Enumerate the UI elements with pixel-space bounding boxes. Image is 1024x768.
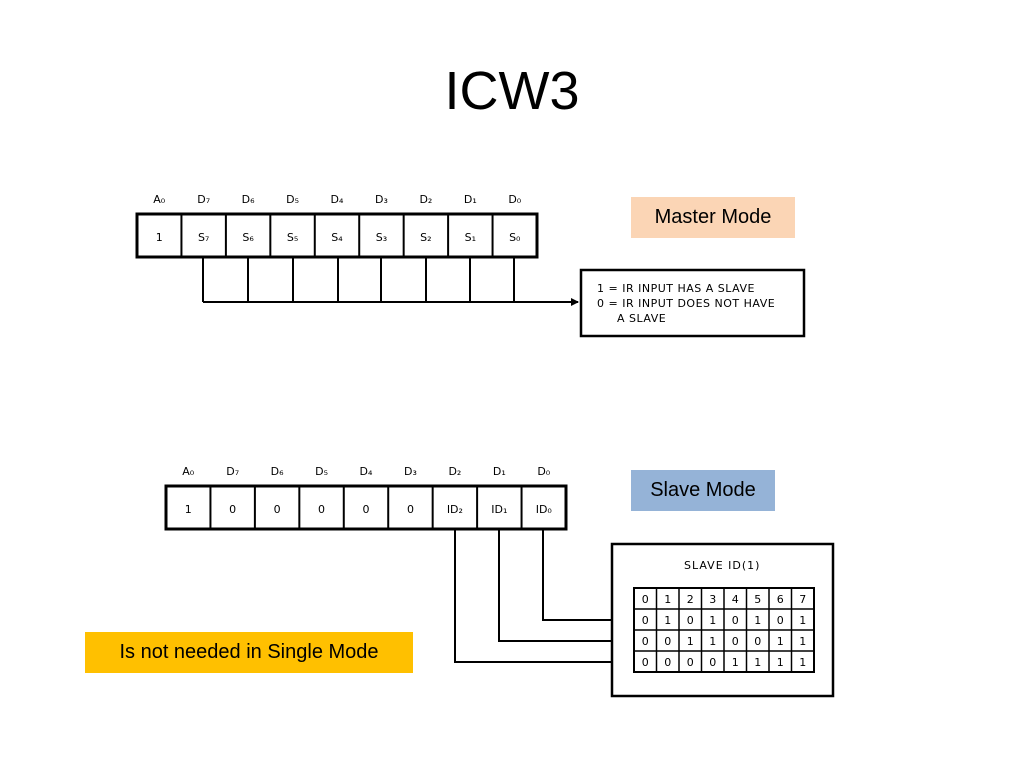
slave-bit-value: 0 [407,503,414,516]
master-bit-header: A₀ [153,193,166,206]
slide-title: ICW3 [444,61,580,121]
master-bit-header: D₅ [286,193,299,206]
id-table-cell: 5 [754,593,761,606]
slave-bit-header: D₂ [448,465,461,478]
master-note-line-2: 0 = IR INPUT DOES NOT HAVE [597,297,775,310]
id-table-cell: 0 [642,635,649,648]
id-table-cell: 2 [687,593,694,606]
id-table-cell: 0 [642,614,649,627]
slave-register: A₀ D₇ D₆ D₅ D₄ D₃ D₂ D₁ D₀ 1 0 0 0 0 0 ID₂ ID₁ ID₀ [164,465,568,531]
id-table-cell: 0 [687,614,694,627]
slave-bit-value: ID₁ [491,503,507,516]
id-table-cell: 6 [777,593,784,606]
id-table-cell: 0 [664,656,671,669]
id-table-cell: 1 [709,635,716,648]
slave-bit-header: D₆ [271,465,284,478]
single-mode-note: Is not needed in Single Mode [85,632,413,673]
master-bit-value: S₄ [331,231,343,244]
master-register: A₀ D₇ D₆ D₅ D₄ D₃ D₂ D₁ D₀ 1 S₇ S₆ S₅ S₄ S₃ S₂ S₁ S₀ [135,193,539,259]
master-bit-header: D₃ [375,193,388,206]
master-bit-value: S₆ [242,231,254,244]
master-bit-value: S₀ [509,231,521,244]
master-connector-lines [202,257,579,306]
slave-bit-value: ID₀ [536,503,553,516]
master-bit-value: S₃ [376,231,387,244]
id-table-cell: 0 [642,656,649,669]
slave-bit-value: 0 [229,503,236,516]
id-table-cell: 1 [754,614,761,627]
id-table-cell: 1 [777,656,784,669]
slave-bit-value: 0 [363,503,370,516]
master-bit-value: S₅ [287,231,298,244]
slave-bit-header: D₃ [404,465,417,478]
id-table-cell: 0 [732,614,739,627]
id-table-cell: 1 [709,614,716,627]
master-bit-value: 1 [156,231,163,244]
master-bit-header: D₂ [419,193,432,206]
master-mode-tag: Master Mode [631,197,795,238]
slave-bit-header: D₅ [315,465,328,478]
slave-id-table: 0 1 2 3 4 5 6 7 0 1 0 1 0 1 0 1 0 0 1 1 0 0 1 1 0 0 0 0 1 1 1 1 [633,587,815,673]
id-table-cell: 1 [664,593,671,606]
master-note-line-1: 1 = IR INPUT HAS A SLAVE [597,282,755,295]
id-table-cell: 0 [642,593,649,606]
id-table-cell: 7 [799,593,806,606]
slave-bit-value: 0 [274,503,281,516]
id-table-cell: 1 [664,614,671,627]
id-table-cell: 0 [754,635,761,648]
id-table-cell: 1 [754,656,761,669]
slave-bit-header: D₀ [537,465,550,478]
id-table-cell: 0 [777,614,784,627]
slave-connector-lines [454,529,631,666]
slave-bit-header: D₁ [493,465,506,478]
master-bit-header: D₀ [508,193,521,206]
id-table-cell: 1 [687,635,694,648]
master-bit-value: S₂ [420,231,431,244]
slave-bit-header: D₄ [360,465,373,478]
master-bit-value: S₇ [198,231,209,244]
slave-bit-value: ID₂ [447,503,463,516]
id-table-cell: 0 [664,635,671,648]
slave-mode-tag: Slave Mode [631,470,775,511]
slave-id-title: SLAVE ID(1) [684,559,760,572]
id-table-cell: 4 [732,593,739,606]
master-bit-header: D₇ [197,193,210,206]
id-table-cell: 1 [799,656,806,669]
id-table-cell: 1 [777,635,784,648]
slave-bit-value: 0 [318,503,325,516]
id-table-cell: 1 [799,614,806,627]
id-table-cell: 3 [709,593,716,606]
master-bit-header: D₆ [242,193,255,206]
slave-bit-header: A₀ [182,465,195,478]
id-table-cell: 0 [709,656,716,669]
id-table-cell: 1 [732,656,739,669]
slave-bit-value: 1 [185,503,192,516]
master-note-line-3: A SLAVE [617,312,666,325]
master-bit-header: D₄ [331,193,344,206]
master-bit-header: D₁ [464,193,477,206]
id-table-cell: 0 [687,656,694,669]
master-note-box: 1 = IR INPUT HAS A SLAVE 0 = IR INPUT DO… [579,268,806,338]
id-table-cell: 1 [799,635,806,648]
id-table-cell: 0 [732,635,739,648]
master-bit-value: S₁ [465,231,476,244]
slave-bit-header: D₇ [226,465,239,478]
